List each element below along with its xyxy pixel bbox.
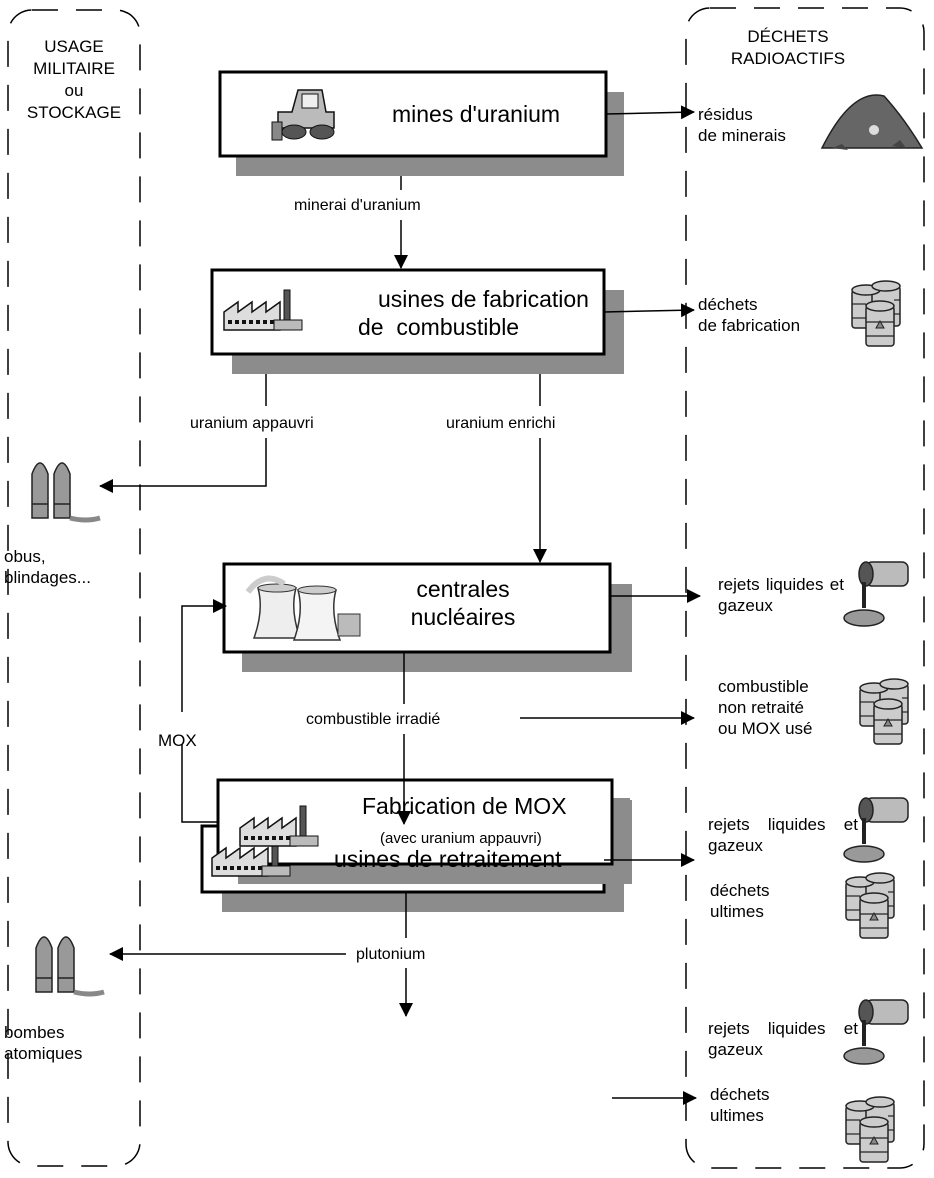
flow-label-plutonium: plutonium [356,946,426,963]
bombs-icon [36,937,104,994]
bulldozer-icon [271,89,335,141]
waste-column-frame [685,7,925,1169]
flow-label-irradie: combustible irradié [306,711,441,728]
waste-barrels-icon [859,678,909,745]
arrow-residus [605,105,695,120]
stage-title-mox: Fabrication de MOX [362,793,567,819]
waste-barrels-icon [845,872,895,939]
arrow-uranium-appauvri [100,374,267,486]
waste-label-non-retraite: combustible non retraité ou MOX usé [718,677,813,738]
stage-title-retraitement: usines de retraitement [334,846,562,872]
ore-pile-icon [820,94,924,150]
waste-barrels-icon [851,280,901,347]
shells-icon [32,463,100,520]
waste-label-ultimes-retraitement: déchets ultimes [710,881,770,921]
waste-label-rejets-retraitement: rejets liquides et gazeux [708,815,858,855]
arrow-dechets-fabrication [603,303,695,318]
flow-label-mox: MOX [158,731,197,750]
stage-subtitle-mox: (avec uranium appauvri) [380,830,542,847]
flow-label-minerai: minerai d'uranium [294,197,421,214]
military-column-title: USAGE MILITAIRE ou STOCKAGE [26,37,122,122]
stage-box-mox-frame [216,778,614,866]
flow-label-appauvri: uranium appauvri [190,415,314,432]
arrow-mox [181,606,226,823]
waste-barrels-icon [845,1096,895,1163]
military-column-frame [7,9,141,1167]
military-label-obus: obus, blindages... [4,547,91,587]
stage-title-fabrication: usines de fabrication de combustible [358,286,589,340]
cooling-towers-icon [245,575,361,641]
waste-label-ultimes-mox: déchets ultimes [710,1085,770,1125]
flow-label-enrichi: uranium enrichi [446,415,556,432]
waste-column-title: DÉCHETS RADIOACTIFS [730,27,846,68]
waste-label-rejets-centrales: rejets liquides et gazeux [718,575,844,615]
waste-label-residus: résidus de minerais [698,105,786,145]
waste-label-rejets-mox: rejets liquides et gazeux [708,1019,858,1059]
stage-title-centrales: centrales nucléaires [410,576,516,630]
stage-title-mines: mines d'uranium [392,101,561,127]
waste-label-fabrication: déchets de fabrication [698,295,801,335]
military-label-bombes: bombes atomiques [4,1023,83,1063]
liquid-discharge-icon [842,560,910,628]
